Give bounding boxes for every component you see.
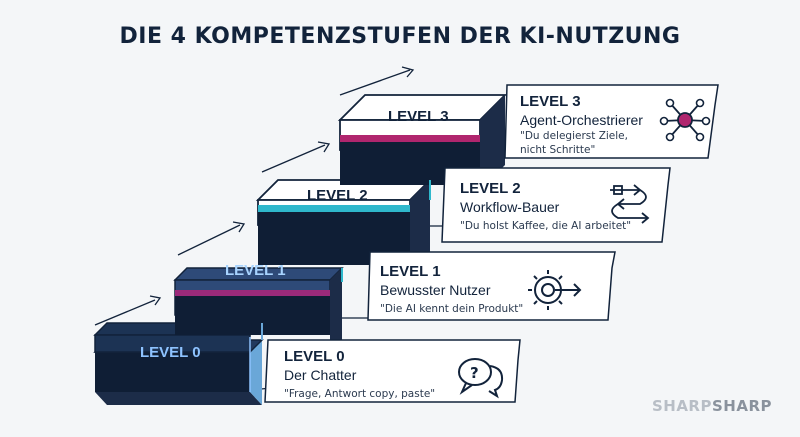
rise-arrow-1 — [177, 224, 241, 256]
card-role: Der Chatter — [284, 367, 357, 383]
card-text-level-1: LEVEL 1 Bewusster Nutzer "Die AI kennt d… — [380, 263, 523, 316]
chat-bubbles-icon: ? — [458, 358, 504, 399]
card-level-title: LEVEL 0 — [284, 348, 345, 365]
card-quote: "Frage, Antwort copy, paste" — [284, 388, 436, 400]
step-level-1 — [173, 267, 344, 352]
card-role: Bewusster Nutzer — [380, 282, 491, 298]
svg-text:?: ? — [470, 364, 479, 382]
gear-arrow-icon — [528, 270, 582, 310]
card-quote-line-1: "Du delegierst Ziele, — [520, 130, 628, 142]
brand-part-1: SHARP — [651, 397, 712, 415]
rise-arrow-3 — [339, 69, 411, 96]
card-quote-line-2: nicht Schritte" — [520, 144, 596, 156]
card-text-level-2: LEVEL 2 Workflow-Bauer "Du holst Kaffee,… — [460, 180, 631, 233]
step-label-3: LEVEL 3 — [388, 108, 449, 125]
page-title: DIE 4 KOMPETENZSTUFEN DER KI-NUTZUNG — [119, 24, 681, 49]
card-level-0 — [264, 339, 521, 403]
card-text-level-0: LEVEL 0 Der Chatter "Frage, Antwort copy… — [284, 348, 435, 401]
card-level-3 — [504, 84, 719, 159]
step-label-1: LEVEL 1 — [225, 262, 286, 279]
card-text-level-3: LEVEL 3 Agent-Orchestrierer "Du delegier… — [520, 93, 643, 157]
card-level-1 — [367, 251, 616, 321]
network-hub-icon — [659, 98, 711, 142]
brand-part-2: SHARP — [711, 397, 772, 415]
step-label-0: LEVEL 0 — [140, 344, 201, 361]
workflow-arrows-icon — [610, 184, 650, 224]
brand-logo: SHARPSHARP — [652, 397, 772, 415]
rise-arrow-2 — [261, 144, 326, 173]
card-role: Agent-Orchestrierer — [520, 112, 643, 128]
step-level-0 — [93, 322, 264, 405]
card-role: Workflow-Bauer — [460, 199, 560, 215]
card-quote: "Die AI kennt dein Produkt" — [380, 303, 524, 315]
card-quote: "Du holst Kaffee, die AI arbeitet" — [460, 220, 632, 232]
card-level-2 — [441, 167, 671, 243]
card-level-title: LEVEL 2 — [460, 180, 521, 197]
card-level-title: LEVEL 3 — [520, 93, 581, 110]
card-level-title: LEVEL 1 — [380, 263, 441, 280]
step-label-2: LEVEL 2 — [307, 187, 368, 204]
rise-arrow-0 — [94, 299, 156, 326]
